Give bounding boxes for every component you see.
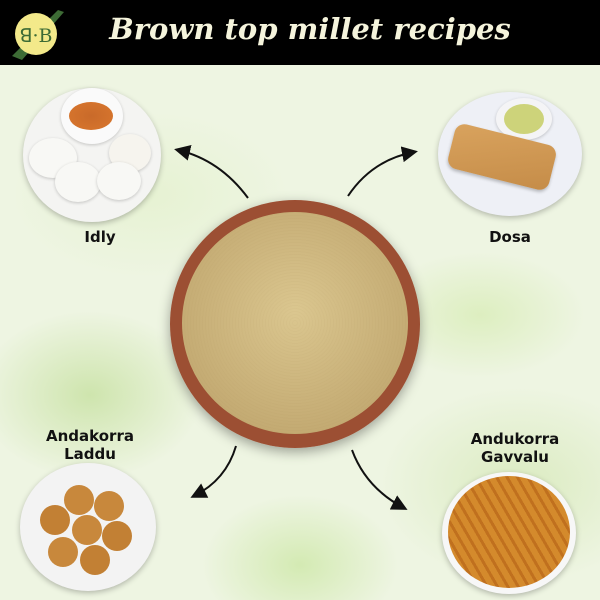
recipe-label-gavvalu: Andukorra Gavvalu [470, 430, 560, 466]
idly-plate [23, 88, 161, 222]
arrow-to-gavvalu-icon [351, 449, 408, 510]
header-bar: ꓭ·B Brown top millet recipes [0, 0, 600, 65]
brand-logo-icon: ꓭ·B [12, 10, 64, 60]
recipe-label-laddu: Andakorra Laddu [46, 427, 134, 463]
dosa-plate [438, 92, 582, 216]
potato-masala-bowl [496, 98, 552, 140]
recipe-label-idly: Idly [84, 228, 116, 246]
recipe-label-dosa: Dosa [489, 228, 531, 246]
millet-grains [182, 212, 408, 434]
arrow-to-dosa-icon [347, 146, 418, 197]
page-title: Brown top millet recipes [109, 12, 511, 46]
laddu-bowl [20, 463, 156, 591]
chutney-bowl [61, 88, 123, 144]
svg-text:ꓭ·B: ꓭ·B [19, 25, 52, 47]
arrow-to-idly-icon [174, 145, 249, 199]
millet-clay-bowl [170, 200, 420, 448]
gavvalu-bowl [442, 472, 576, 594]
arrow-to-laddu-icon [190, 445, 237, 498]
